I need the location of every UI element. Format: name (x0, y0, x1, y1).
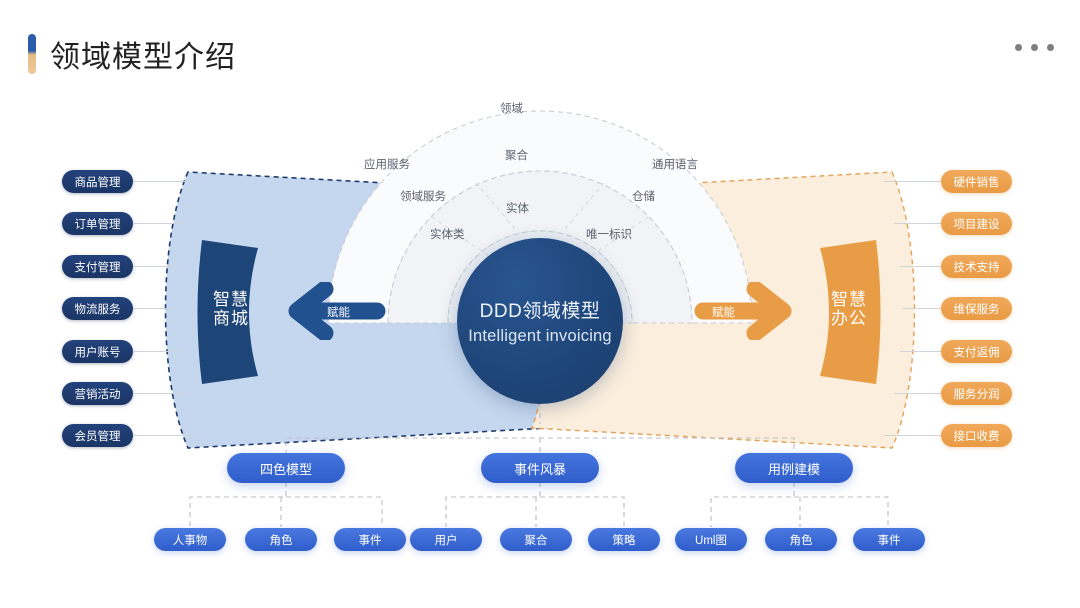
more-options-icon[interactable] (1015, 44, 1054, 51)
right-connector-6 (884, 435, 941, 436)
left-connector-5 (134, 393, 186, 394)
right-item-3-label: 维保服务 (953, 303, 1000, 316)
left-item-1-label: 订单管理 (74, 218, 121, 231)
left-connector-4 (134, 351, 180, 352)
left-connector-1 (134, 223, 186, 224)
right-enable-label: 赋能 (712, 307, 735, 319)
left-item-0-label: 商品管理 (74, 176, 121, 189)
group-0-child-0[interactable]: 人事物 (154, 528, 226, 551)
right-item-1-label: 项目建设 (953, 218, 1000, 231)
ring-label-inner-left: 实体类 (430, 229, 465, 241)
right-connector-1 (894, 223, 941, 224)
group-1-child-0-label: 用户 (434, 534, 458, 547)
ddd-concentric-rings: 领域 应用服务 通用语言 聚合 领域服务 仓储 实体 实体类 唯一标识 (320, 78, 760, 378)
right-item-2-label: 技术支持 (953, 261, 1000, 274)
group-2-child-0[interactable]: Uml图 (675, 528, 747, 551)
group-1-child-2-label: 策略 (612, 534, 636, 547)
left-item-0[interactable]: 商品管理 (62, 170, 133, 193)
left-connector-2 (134, 266, 180, 267)
group-0-child-1-label: 角色 (269, 534, 293, 547)
group-title-0[interactable]: 四色模型 (227, 453, 345, 483)
group-0-child-2[interactable]: 事件 (334, 528, 406, 551)
right-item-3[interactable]: 维保服务 (941, 297, 1012, 320)
right-item-4-label: 支付返佣 (953, 346, 1000, 359)
left-connector-6 (134, 435, 196, 436)
right-connector-0 (884, 181, 941, 182)
group-title-1-label: 事件风暴 (513, 461, 566, 477)
right-connector-5 (894, 393, 941, 394)
right-item-1[interactable]: 项目建设 (941, 212, 1012, 235)
right-brand-line2: 办公 (831, 309, 867, 328)
left-brand-arc (196, 236, 266, 386)
left-enable-label: 赋能 (327, 307, 350, 319)
right-brand-label: 智慧 办公 (818, 276, 880, 342)
left-item-2[interactable]: 支付管理 (62, 255, 133, 278)
ring-label-middle-right: 仓储 (632, 191, 655, 203)
right-brand-line1: 智慧 (831, 289, 867, 309)
center-title-en: Intelligent invoicing (468, 327, 612, 345)
left-brand-label: 智慧 商城 (200, 276, 262, 342)
left-item-6-label: 会员管理 (74, 430, 121, 443)
left-item-4[interactable]: 用户账号 (62, 340, 133, 363)
group-2-child-2-label: 事件 (877, 534, 901, 547)
ring-label-middle-left: 领域服务 (400, 191, 446, 203)
left-item-1[interactable]: 订单管理 (62, 212, 133, 235)
left-connector-0 (134, 181, 196, 182)
left-item-5-label: 营销活动 (74, 388, 121, 401)
left-item-6[interactable]: 会员管理 (62, 424, 133, 447)
ring-label-outer-left: 应用服务 (364, 159, 410, 171)
center-title-cn: DDD领域模型 (479, 301, 601, 322)
group-title-1[interactable]: 事件风暴 (481, 453, 599, 483)
group-2-child-1-label: 角色 (789, 534, 813, 547)
group-0-child-0-label: 人事物 (172, 534, 208, 547)
left-brand-line1: 智慧 (213, 289, 249, 309)
group-title-2[interactable]: 用例建模 (735, 453, 853, 483)
left-connector-3 (134, 308, 178, 309)
right-connector-3 (902, 308, 941, 309)
group-2-child-1[interactable]: 角色 (765, 528, 837, 551)
left-item-5[interactable]: 营销活动 (62, 382, 133, 405)
group-1-child-0[interactable]: 用户 (410, 528, 482, 551)
left-enable-arrow (281, 280, 386, 345)
right-item-5-label: 服务分润 (953, 388, 1000, 401)
ring-label-middle-top: 聚合 (505, 150, 528, 162)
ring-label-inner-top: 实体 (506, 203, 529, 215)
page-title: 领域模型介绍 (50, 41, 236, 74)
group-2-child-2[interactable]: 事件 (853, 528, 925, 551)
right-item-6[interactable]: 接口收费 (941, 424, 1012, 447)
right-item-6-label: 接口收费 (953, 430, 1000, 443)
group-2-child-0-label: Uml图 (695, 534, 727, 547)
right-connector-4 (900, 351, 941, 352)
group-1-child-2[interactable]: 策略 (588, 528, 660, 551)
group-title-0-label: 四色模型 (259, 461, 312, 477)
right-item-4[interactable]: 支付返佣 (941, 340, 1012, 363)
left-item-3-label: 物流服务 (74, 303, 121, 316)
ring-label-outer-top: 领域 (500, 103, 523, 115)
ring-label-inner-right: 唯一标识 (586, 229, 632, 241)
group-0-child-1[interactable]: 角色 (245, 528, 317, 551)
ring-label-outer-right: 通用语言 (652, 159, 698, 171)
group-0-child-2-label: 事件 (358, 534, 382, 547)
right-item-2[interactable]: 技术支持 (941, 255, 1012, 278)
right-item-5[interactable]: 服务分润 (941, 382, 1012, 405)
title-accent-bar (28, 34, 36, 74)
left-item-4-label: 用户账号 (74, 346, 121, 359)
right-enable-arrow (694, 280, 799, 345)
left-item-3[interactable]: 物流服务 (62, 297, 133, 320)
left-item-2-label: 支付管理 (74, 261, 121, 274)
group-1-child-1[interactable]: 聚合 (500, 528, 572, 551)
right-brand-arc (812, 236, 882, 386)
group-1-child-1-label: 聚合 (524, 534, 548, 547)
left-brand-line2: 商城 (213, 309, 249, 328)
right-item-0-label: 硬件销售 (953, 176, 1000, 189)
right-item-0[interactable]: 硬件销售 (941, 170, 1012, 193)
right-connector-2 (900, 266, 941, 267)
group-title-2-label: 用例建模 (767, 461, 820, 477)
center-domain-circle[interactable]: DDD领域模型 Intelligent invoicing (457, 238, 623, 404)
